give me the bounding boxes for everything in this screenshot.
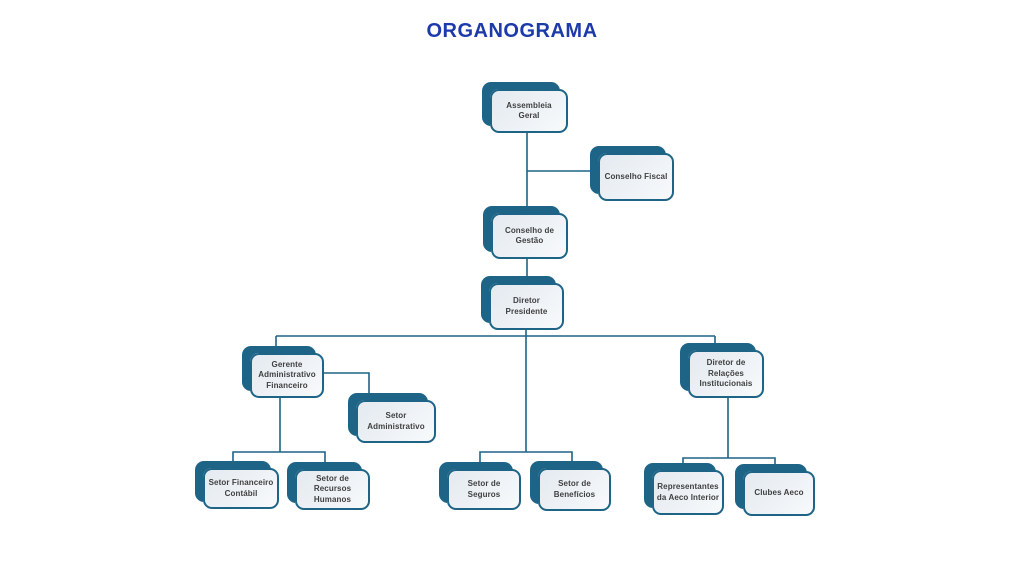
node-label: Gerente Administrativo Financeiro xyxy=(258,359,316,390)
node-setor-de-beneficios: Setor de Benefícios xyxy=(538,468,611,511)
node-label: Clubes Aeco xyxy=(754,488,804,498)
page-title: ORGANOGRAMA xyxy=(426,20,598,42)
node-label: Conselho de Gestão xyxy=(504,225,555,245)
node-label: Diretor de Relações Institucionais xyxy=(699,358,753,389)
node-label: Representantes da Aeco Interior xyxy=(656,482,720,502)
node-conselho-fiscal: Conselho Fiscal xyxy=(598,153,674,201)
connector-line xyxy=(682,457,776,469)
node-conselho-de-gestao: Conselho de Gestão xyxy=(491,213,568,259)
node-label: Conselho Fiscal xyxy=(604,171,668,181)
connector-line xyxy=(232,451,326,467)
node-representantes-aeco-interior: Representantes da Aeco Interior xyxy=(652,470,724,515)
node-label: Setor Administrativo xyxy=(367,411,425,431)
node-assembleia-geral: Assembleia Geral xyxy=(490,89,568,133)
node-label: Diretor Presidente xyxy=(505,296,548,316)
node-diretor-relacoes-institucionais: Diretor de Relações Institucionais xyxy=(688,350,764,398)
node-label: Setor de Recursos Humanos xyxy=(313,473,352,504)
node-label: Setor Financeiro Contábil xyxy=(208,478,274,498)
node-setor-administrativo: Setor Administrativo xyxy=(356,400,436,443)
node-setor-financeiro-contabil: Setor Financeiro Contábil xyxy=(203,468,279,509)
node-clubes-aeco: Clubes Aeco xyxy=(743,471,815,516)
node-label: Assembleia Geral xyxy=(506,100,552,120)
node-setor-de-seguros: Setor de Seguros xyxy=(447,469,521,510)
node-setor-recursos-humanos: Setor de Recursos Humanos xyxy=(295,469,370,510)
connector-line xyxy=(479,451,573,466)
node-label: Setor de Seguros xyxy=(467,479,501,499)
node-label: Setor de Benefícios xyxy=(553,479,596,499)
node-diretor-presidente: Diretor Presidente xyxy=(489,283,564,330)
node-gerente-administrativo-financeiro: Gerente Administrativo Financeiro xyxy=(250,353,324,398)
connector-line xyxy=(323,372,370,398)
